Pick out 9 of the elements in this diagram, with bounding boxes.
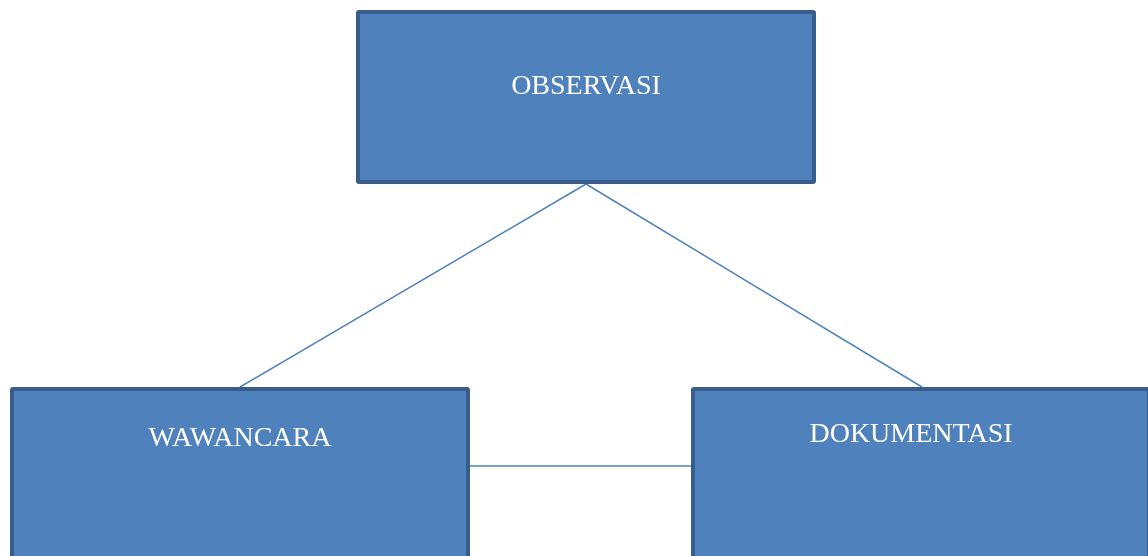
box-label: WAWANCARA [148, 421, 332, 453]
process-box [356, 10, 816, 184]
connector-line [585, 183, 923, 388]
box-label: OBSERVASI [511, 69, 661, 101]
connector-line [239, 183, 587, 388]
process-box [691, 387, 1148, 556]
process-box [10, 387, 470, 556]
box-label: DOKUMENTASI [809, 417, 1013, 449]
connector-line [469, 465, 692, 467]
